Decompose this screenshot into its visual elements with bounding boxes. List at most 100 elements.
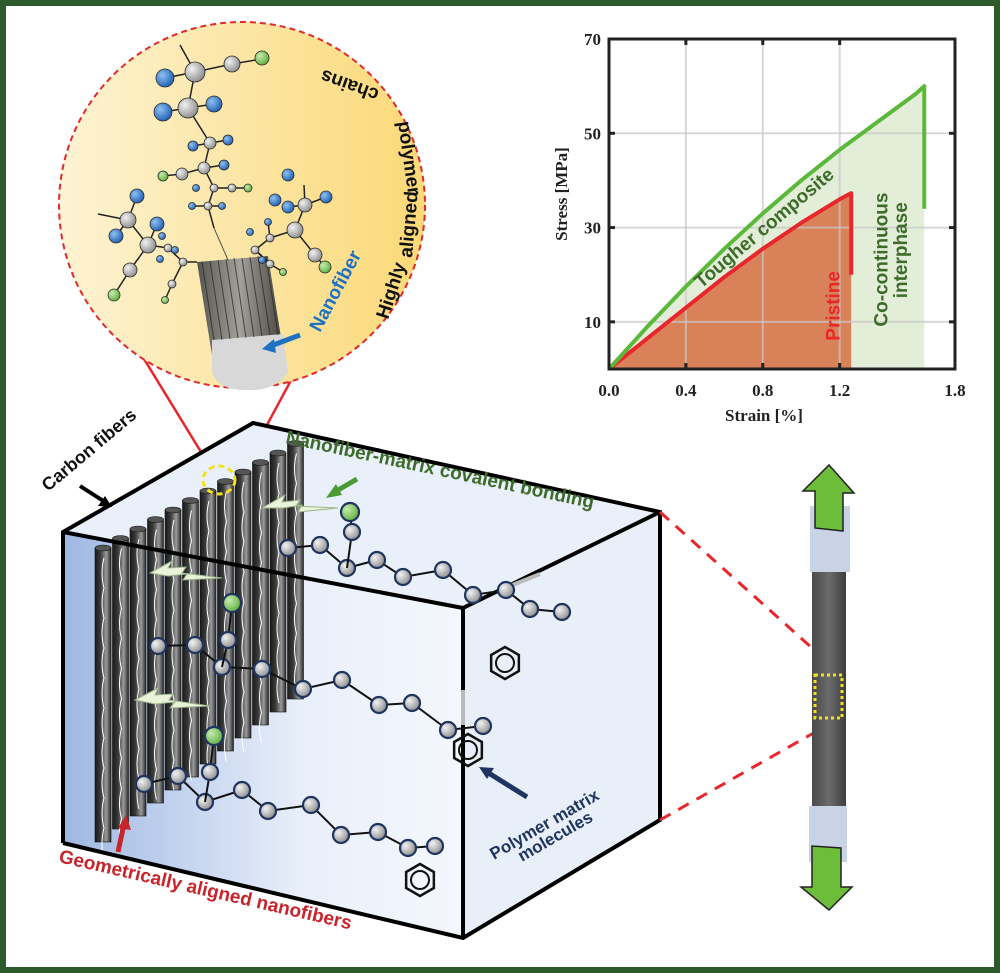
carbon-fiber-end: [164, 506, 182, 514]
polymer-backbone: [287, 543, 563, 613]
reactive-atom: [221, 592, 243, 614]
polymer-backbone: [157, 643, 484, 732]
x-tick-label: 0.0: [598, 381, 619, 400]
reactive-atom: [203, 725, 225, 747]
polymer-atom: [438, 720, 458, 740]
polymer-atom: [368, 822, 388, 842]
bond-lightning-icons: [133, 493, 339, 709]
nanofiber-strand: [119, 548, 123, 849]
zoom-line-bottom: [659, 716, 841, 822]
polymer-atom: [258, 801, 278, 821]
annotation-pristine: Pristine: [824, 271, 845, 341]
polymer-matrix-arrowhead: [479, 767, 494, 779]
polymer-matrix-molecules: [134, 501, 572, 898]
annotation-interphase: interphase: [891, 202, 912, 298]
polymer-atom: [496, 580, 516, 600]
nanofiber-strand: [136, 538, 140, 810]
x-tick-label: 0.8: [752, 381, 773, 400]
x-tick-label: 1.8: [944, 381, 965, 400]
y-tick-label: 50: [584, 124, 601, 143]
carbon-fiber-end: [217, 478, 234, 485]
benzene-ring-inner: [410, 870, 430, 890]
polymer-backbone: [143, 774, 436, 850]
plot-frame: [607, 37, 957, 371]
polymer-atom: [232, 780, 252, 800]
specimen-gauge: [812, 570, 846, 810]
polymer-atom: [148, 636, 168, 656]
nanofiber-strand: [154, 529, 158, 800]
polymer-atom: [252, 659, 272, 679]
polymer-atom: [425, 836, 445, 856]
reactive-atom: [339, 501, 361, 523]
y-tick-label: 10: [584, 313, 601, 332]
polymer-atom: [331, 825, 351, 845]
aligned-nanofibers-arrowhead: [118, 815, 131, 830]
carbon-fibers-arrowhead: [98, 496, 112, 507]
benzene-ring: [452, 732, 484, 768]
benzene-ring-inner: [458, 740, 478, 760]
carbon-fiber-end: [147, 516, 164, 523]
nanofiber-strand: [206, 500, 210, 772]
covalent-bond-arrowhead: [326, 484, 342, 498]
polymer-atom: [552, 602, 572, 622]
polymer-atom: [278, 538, 298, 558]
polymer-atom: [200, 762, 220, 782]
y-axis-label: Stress [MPa]: [552, 147, 571, 241]
polymer-atom: [185, 635, 205, 655]
specimen-zoom-region: [813, 673, 844, 720]
y-tick-label: 70: [584, 30, 601, 49]
polymer-atom: [293, 679, 313, 699]
carbon-fiber-end: [129, 525, 147, 533]
tension-arrow-down-icon: [798, 845, 854, 912]
polymer-atom: [473, 716, 493, 736]
area-fill-pristine: [609, 193, 852, 369]
polymer-atom: [402, 693, 422, 713]
nanofiber-strand: [171, 519, 175, 791]
benzene-ring-inner: [495, 653, 515, 673]
polymer-atom: [369, 695, 389, 715]
carbon-fiber-end: [269, 449, 287, 457]
inset-circle: [58, 21, 426, 389]
carbon-fibers-label: Carbon fibers: [38, 405, 141, 496]
carbon-fibers-arrow: [78, 484, 107, 504]
benzene-ring: [489, 645, 521, 681]
polymer-atom: [433, 560, 453, 580]
polymer-matrix-arrow: [485, 769, 529, 800]
carbon-fiber-end: [94, 544, 112, 552]
nanofiber-strand: [294, 453, 298, 694]
zoom-region-marker: [201, 464, 237, 496]
series-line-pristine: [607, 191, 854, 371]
polymer-atom: [367, 550, 387, 570]
nanofiber-strand: [259, 472, 263, 743]
polymer-atom: [520, 599, 540, 619]
magnified-inset: Nanofiber Highly aligned polymer chains: [58, 21, 426, 489]
x-tick-label: 1.2: [829, 381, 850, 400]
polymer-atom: [398, 838, 418, 858]
benzene-ring: [404, 862, 436, 898]
tension-arrow-up-icon: [801, 463, 856, 532]
polymer-atom: [168, 766, 188, 786]
polymer-atom: [301, 795, 321, 815]
polymer-atom: [463, 585, 483, 605]
polymer-atom: [218, 630, 238, 650]
polymer-atom: [342, 522, 362, 542]
annotation-co-continuous: Co-continuous: [872, 193, 893, 327]
carbon-fiber-end: [287, 440, 304, 447]
y-tick-label: 30: [584, 219, 601, 238]
polymer-atom: [393, 567, 413, 587]
nanofiber-strand: [241, 481, 245, 753]
x-axis-label: Strain [%]: [725, 406, 803, 425]
composite-box: Carbon fibers Nanofiber-matrix covalent …: [38, 405, 662, 941]
carbon-fiber-end: [234, 468, 252, 476]
nanofiber-arrowhead: [262, 339, 276, 353]
carbon-fiber-end: [182, 497, 199, 504]
atoms: [107, 50, 333, 304]
polymer-atom: [310, 535, 330, 555]
carbon-fiber-end: [252, 459, 269, 466]
polymer-atom: [332, 670, 352, 690]
nanofiber-strand: [101, 557, 105, 859]
tensile-specimen: [658, 463, 856, 912]
